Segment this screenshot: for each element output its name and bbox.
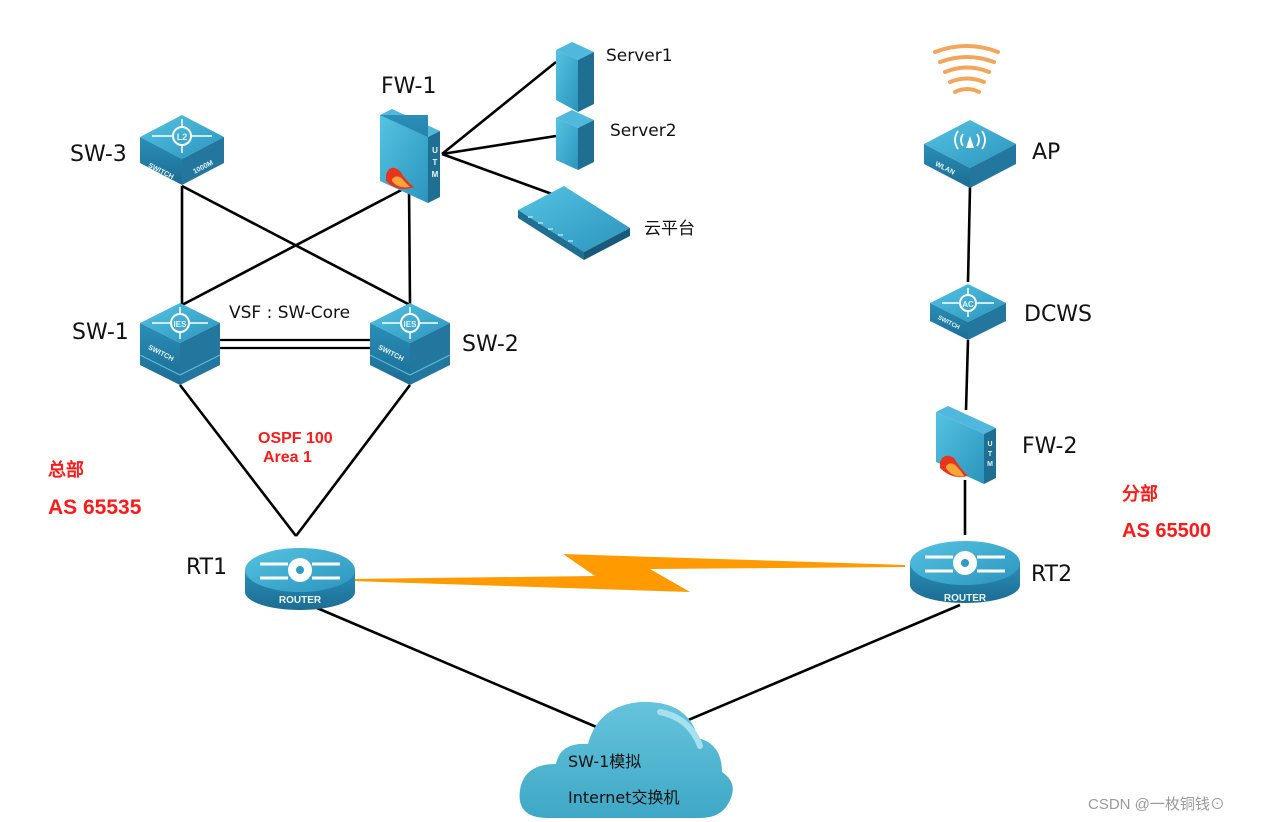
sw2-switch-icon[interactable]: IES SWITCH — [369, 303, 451, 385]
fw1-firewall-icon[interactable]: U T M — [380, 109, 440, 203]
sw1-switch-icon[interactable]: IES SWITCH — [139, 303, 221, 385]
link-fw1-sw1 — [181, 184, 410, 307]
server2-label: Server2 — [610, 121, 677, 141]
svg-text:U: U — [432, 146, 438, 155]
sw1-label: SW-1 — [72, 320, 129, 345]
svg-text:M: M — [432, 170, 439, 179]
branch-name: 分部 — [1122, 484, 1158, 504]
server1-label: Server1 — [606, 46, 673, 66]
wifi-signal-icon — [933, 44, 1000, 94]
svg-text:T: T — [433, 158, 438, 167]
vsf-annotation: VSF : SW-Core — [229, 303, 351, 323]
fw2-firewall-icon[interactable]: U T M — [936, 406, 996, 484]
rt1-router-icon[interactable]: ROUTER — [245, 548, 355, 610]
sw3-switch-icon[interactable]: L2 SWITCH 1000M — [140, 115, 224, 185]
cloud-platform-label: 云平台 — [644, 219, 695, 239]
ospf-annotation-line1: OSPF 100 — [258, 430, 333, 447]
server1-icon[interactable] — [556, 42, 594, 112]
dcws-label: DCWS — [1024, 302, 1093, 327]
link-fw1-server2 — [441, 134, 557, 156]
fw1-label: FW-1 — [381, 74, 437, 99]
internet-cloud-icon[interactable] — [519, 701, 733, 818]
ap-wlan-icon[interactable]: WLAN — [924, 120, 1016, 188]
link-dcws-fw2 — [964, 339, 970, 411]
branch-as-number: AS 65500 — [1122, 520, 1211, 542]
links — [178, 60, 972, 745]
link-sw1-rt1 — [178, 384, 298, 537]
rt2-label: RT2 — [1031, 562, 1073, 587]
link-ap-dcws — [966, 186, 972, 283]
svg-text:L2: L2 — [177, 132, 188, 142]
sw3-label: SW-3 — [70, 142, 127, 167]
svg-text:M: M — [987, 461, 993, 468]
ospf-annotation-line2: Area 1 — [263, 449, 312, 466]
svg-text:IES: IES — [404, 320, 418, 329]
svg-text:ROUTER: ROUTER — [279, 595, 322, 606]
fw2-label: FW-2 — [1022, 434, 1078, 459]
dcws-switch-icon[interactable]: AC SWITCH — [930, 284, 1006, 340]
link-rt1-internet — [309, 603, 635, 745]
server2-icon[interactable] — [556, 110, 594, 170]
svg-text:T: T — [988, 451, 993, 458]
svg-text:AC: AC — [962, 300, 974, 309]
link-sw2-rt1 — [294, 384, 412, 537]
svg-text:IES: IES — [174, 320, 188, 329]
hq-name: 总部 — [48, 460, 84, 480]
link-fw1-sw2 — [407, 185, 412, 306]
cloud-platform-server-icon[interactable] — [518, 186, 630, 260]
watermark: CSDN @一枚铜钱⊙ — [1088, 796, 1225, 813]
rt1-label: RT1 — [186, 555, 228, 580]
svg-text:ROUTER: ROUTER — [944, 593, 987, 604]
sw2-label: SW-2 — [462, 332, 519, 357]
internet-cloud-label-line2: Internet交换机 — [568, 788, 680, 807]
rt2-router-icon[interactable]: ROUTER — [910, 541, 1020, 604]
link-fw1-server1 — [441, 60, 557, 156]
hq-as-number: AS 65535 — [48, 496, 142, 519]
internet-cloud-label-line1: SW-1模拟 — [568, 752, 642, 771]
wan-link-rt1-rt2 — [352, 554, 905, 592]
ap-label: AP — [1032, 140, 1061, 165]
svg-text:U: U — [987, 441, 992, 448]
link-fw1-cloud-platform — [441, 152, 553, 196]
